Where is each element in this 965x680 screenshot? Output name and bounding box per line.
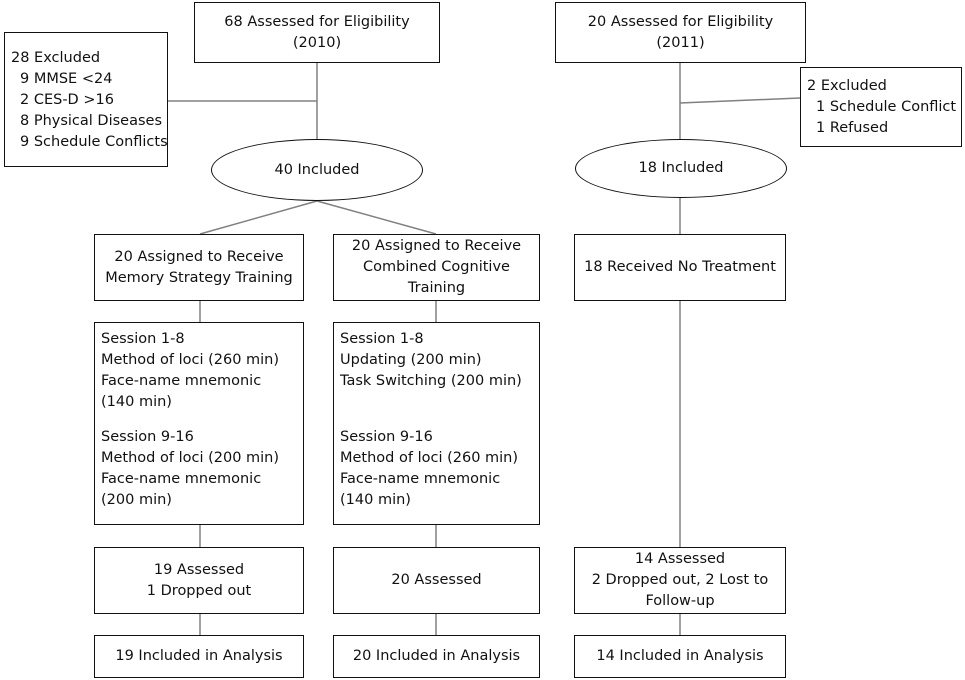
connector-2011-to-excluded bbox=[679, 97, 801, 104]
text-line: Session 1-8 bbox=[101, 331, 185, 347]
box-combined-assessed: 20 Assessed bbox=[333, 547, 540, 614]
text-line: 19 Assessed bbox=[153, 561, 245, 578]
box-2010-excluded: 28 Excluded 9 MMSE <24 2 CES-D >16 8 Phy… bbox=[4, 32, 168, 167]
spacer bbox=[340, 392, 533, 427]
text-line: 1 Schedule Conflict bbox=[816, 99, 957, 115]
text-line: Follow-up bbox=[645, 593, 715, 609]
text-line: 19 Included in Analysis bbox=[115, 648, 283, 664]
box-memory-sessions: Session 1-8 Method of loci (260 min) Fac… bbox=[94, 322, 304, 525]
text-line: Session 9-16 bbox=[101, 429, 194, 445]
text-line: 2 Dropped out, 2 Lost to bbox=[591, 572, 769, 588]
text-line: Method of loci (260 min) bbox=[101, 352, 280, 368]
text-line: Face-name mnemonic bbox=[340, 471, 501, 487]
text-line: 18 Included bbox=[638, 160, 724, 176]
text-line: Memory Strategy Training bbox=[105, 269, 293, 286]
text-line: 18 Received No Treatment bbox=[584, 259, 776, 275]
box-2011-assessed: 20 Assessed for Eligibility (2011) bbox=[555, 2, 806, 63]
text-line: (200 min) bbox=[101, 492, 172, 508]
box-control-assessed: 14 Assessed 2 Dropped out, 2 Lost to Fol… bbox=[574, 547, 786, 614]
text-line: Face-name mnemonic bbox=[101, 471, 262, 487]
text-line: (2010) bbox=[292, 34, 342, 51]
text-line: 20 Included in Analysis bbox=[352, 648, 521, 664]
text-line: Updating (200 min) bbox=[340, 352, 482, 368]
text-line: 20 Assigned to Receive bbox=[114, 248, 284, 265]
text-line: Session 1-8 bbox=[340, 331, 424, 347]
spacer bbox=[101, 413, 297, 427]
box-memory-assessed: 19 Assessed 1 Dropped out bbox=[94, 547, 304, 614]
text-line: 1 Dropped out bbox=[146, 582, 252, 599]
text-line: 2 CES-D >16 bbox=[20, 92, 114, 108]
connector-included-to-memory bbox=[199, 200, 318, 235]
text-line: 2 Excluded bbox=[807, 78, 887, 94]
text-line: Method of loci (200 min) bbox=[101, 450, 280, 466]
text-line: Method of loci (260 min) bbox=[340, 450, 519, 466]
text-line: 40 Included bbox=[274, 161, 360, 178]
text-line: 1 Refused bbox=[816, 120, 889, 136]
text-line: (2011) bbox=[656, 34, 705, 51]
box-2011-excluded: 2 Excluded 1 Schedule Conflict 1 Refused bbox=[800, 67, 962, 147]
text-line: Combined Cognitive bbox=[363, 259, 510, 275]
ellipse-2011-included: 18 Included bbox=[575, 139, 787, 198]
text-line: 14 Included in Analysis bbox=[596, 648, 764, 664]
text-line: 14 Assessed bbox=[634, 551, 726, 567]
box-combined-analysis: 20 Included in Analysis bbox=[333, 635, 540, 678]
ellipse-2010-included: 40 Included bbox=[211, 139, 423, 201]
text-line: (140 min) bbox=[340, 492, 411, 508]
text-line: 20 Assessed bbox=[391, 572, 482, 588]
text-line: Training bbox=[407, 280, 466, 296]
text-line: 20 Assigned to Receive bbox=[351, 238, 522, 254]
text-line: Face-name mnemonic bbox=[101, 373, 262, 389]
text-line: (140 min) bbox=[101, 394, 172, 410]
box-memory-analysis: 19 Included in Analysis bbox=[94, 635, 304, 678]
text-line: Session 9-16 bbox=[340, 429, 433, 445]
text-line: 9 Schedule Conflicts bbox=[20, 134, 168, 150]
text-line: Task Switching (200 min) bbox=[340, 373, 522, 389]
text-line: 68 Assessed for Eligibility bbox=[224, 13, 410, 30]
box-control-analysis: 14 Included in Analysis bbox=[574, 635, 786, 678]
text-line: 20 Assessed for Eligibility bbox=[587, 13, 774, 30]
text-line: 28 Excluded bbox=[11, 50, 101, 66]
box-2010-assessed: 68 Assessed for Eligibility (2010) bbox=[194, 2, 440, 63]
box-combined-sessions: Session 1-8 Updating (200 min) Task Swit… bbox=[333, 322, 540, 525]
box-control-no-treatment: 18 Received No Treatment bbox=[574, 234, 786, 301]
box-memory-assigned: 20 Assigned to Receive Memory Strategy T… bbox=[94, 234, 304, 301]
connector-included-to-combined bbox=[316, 200, 437, 235]
box-combined-assigned: 20 Assigned to Receive Combined Cognitiv… bbox=[333, 234, 540, 301]
text-line: 9 MMSE <24 bbox=[20, 71, 113, 87]
text-line: 8 Physical Diseases bbox=[20, 113, 163, 129]
